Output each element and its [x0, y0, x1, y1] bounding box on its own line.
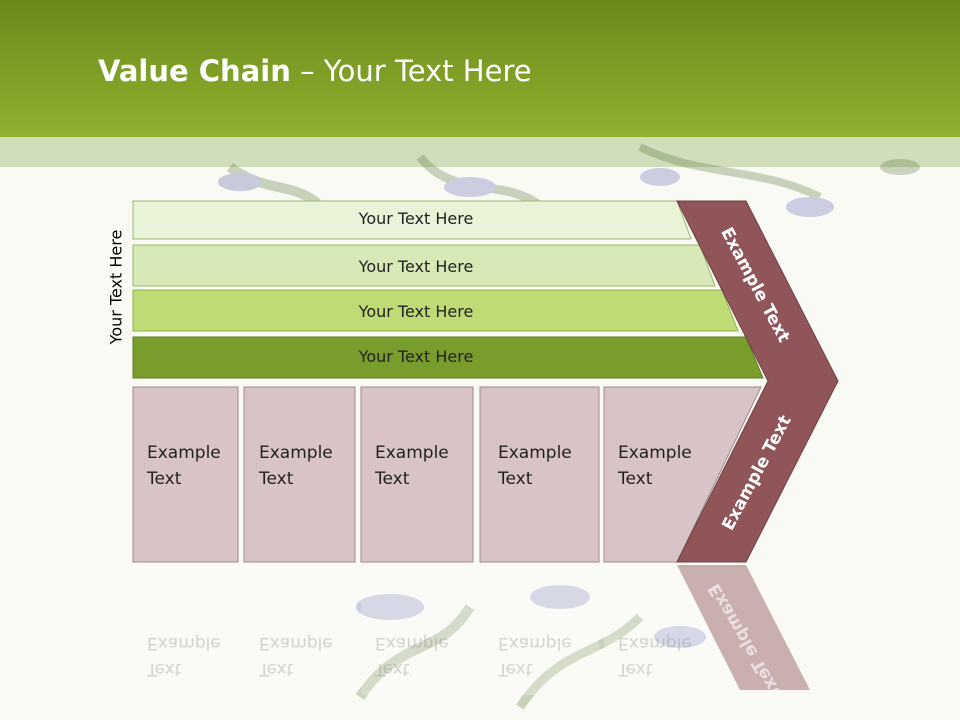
reflection-text-5: Text Example — [618, 630, 692, 682]
bar-1-label: Your Text Here — [358, 209, 474, 228]
box-2-shape — [243, 386, 356, 563]
box-5-line1: Example — [618, 443, 692, 463]
box-1-shape — [132, 386, 239, 563]
box-2-line1: Example — [259, 443, 333, 463]
box-4-line2: Text — [498, 469, 533, 489]
title-bold: Value Chain — [98, 54, 291, 88]
reflection-3-line2: Text — [375, 659, 410, 679]
box-3-shape — [360, 386, 474, 563]
bar-4-label: Your Text Here — [358, 347, 474, 366]
bar-3-label: Your Text Here — [358, 302, 474, 321]
page-title: Value Chain – Your Text Here — [98, 54, 532, 88]
side-label: Your Text Here — [106, 229, 126, 345]
reflection-2-line1: Example — [259, 633, 333, 653]
box-2-line2: Text — [259, 469, 294, 489]
chevron-reflection — [677, 565, 810, 690]
header-band — [0, 137, 960, 167]
chevron-arrow — [676, 200, 839, 563]
box-3-line1: Example — [375, 443, 449, 463]
reflection-1-line1: Example — [147, 633, 221, 653]
box-5-line2: Text — [618, 469, 653, 489]
reflection-5-line1: Example — [618, 633, 692, 653]
reflection-2-line2: Text — [259, 659, 294, 679]
reflection-text-1: Text Example — [147, 630, 221, 682]
reflection-text-2: Text Example — [259, 630, 333, 682]
bar-1-shape — [132, 200, 692, 240]
header-bar — [0, 0, 960, 137]
box-4-line1: Example — [498, 443, 572, 463]
box-1-line1: Example — [147, 443, 221, 463]
reflection-4-line1: Example — [498, 633, 572, 653]
bar-2-label: Your Text Here — [358, 257, 474, 276]
box-4-shape — [479, 386, 600, 563]
bar-4-shape — [132, 336, 764, 379]
box-1-line2: Text — [147, 469, 182, 489]
box-3-line2: Text — [375, 469, 410, 489]
reflection-group — [133, 565, 738, 695]
reflection-4-line2: Text — [498, 659, 533, 679]
title-rest: – Your Text Here — [290, 54, 532, 88]
reflection-text-4: Text Example — [498, 630, 572, 682]
reflection-text-3: Text Example — [375, 630, 449, 682]
bar-3-shape — [132, 289, 739, 332]
reflection-5-line2: Text — [618, 659, 653, 679]
reflection-1-line2: Text — [147, 659, 182, 679]
reflection-3-line1: Example — [375, 633, 449, 653]
bar-2-shape — [132, 244, 716, 287]
